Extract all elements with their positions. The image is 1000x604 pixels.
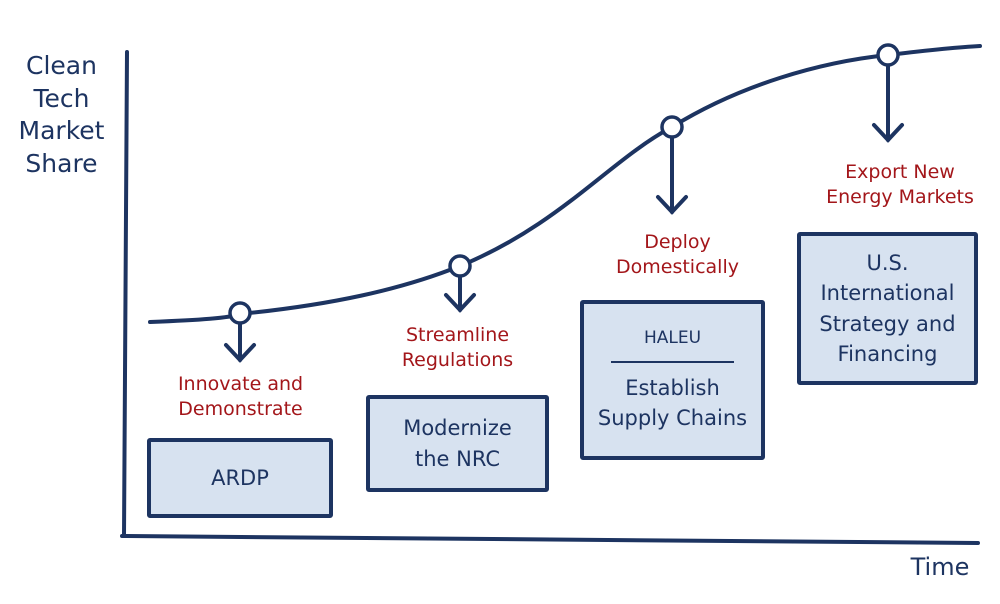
arrow-1 (224, 320, 256, 363)
milestone-node-3 (660, 115, 684, 139)
arrow-2 (444, 273, 476, 313)
arrow-4 (872, 62, 904, 143)
stage-1-box: ARDP (147, 438, 333, 518)
x-axis (120, 534, 980, 545)
stage-4-heading: Export New Energy Markets (826, 161, 974, 208)
milestone-node-1 (228, 301, 252, 325)
y-axis (122, 50, 129, 538)
stage-4-box: U.S. International Strategy and Financin… (797, 232, 978, 385)
stage-3-box: HALEU Establish Supply Chains (580, 300, 765, 460)
divider (610, 360, 735, 363)
stage-1-heading: Innovate and Demonstrate (177, 373, 304, 420)
stage-1-box-text: ARDP (211, 465, 269, 490)
x-axis-label: Time (910, 553, 970, 581)
stage-3-box-text: Establish Supply Chains (597, 375, 748, 431)
milestone-node-2 (448, 254, 472, 278)
y-axis-label: Clean Tech Market Share (18, 51, 105, 178)
stage-2-box: Modernize the NRC (366, 395, 549, 492)
stage-2-heading: Streamline Regulations (401, 324, 514, 371)
stage-3-heading: Deploy Domestically (616, 231, 739, 278)
stage-4-box-text: U.S. International Strategy and Financin… (819, 250, 956, 366)
arrow-3 (656, 134, 688, 215)
milestone-node-4 (876, 43, 900, 67)
stage-3-box-top: HALEU (643, 328, 702, 349)
stage-2-box-text: Modernize the NRC (403, 416, 512, 471)
